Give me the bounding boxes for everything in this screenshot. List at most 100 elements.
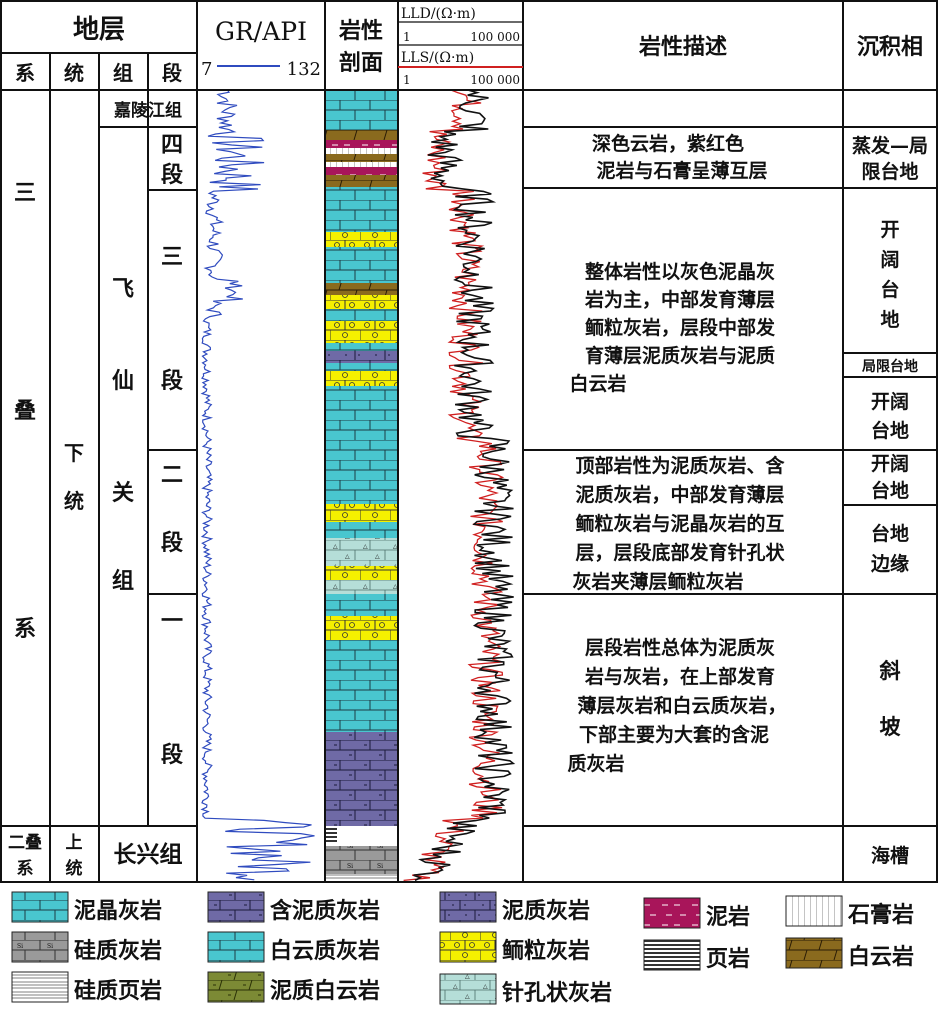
legend-item-gypsum: 石膏岩: [785, 895, 914, 928]
upper-series-char-1: 上: [66, 833, 83, 853]
desc-member3-line-3: 鲕粒灰岩，层段中部发: [585, 316, 776, 339]
desc-member2-line-4: 层，层段底部发育针孔状: [575, 541, 785, 564]
svg-text:页岩: 页岩: [706, 947, 750, 972]
feixianguan-char-3: 关: [112, 481, 134, 506]
svg-text:针孔状灰岩: 针孔状灰岩: [502, 980, 612, 1006]
legend-item-argillaceous-limestone: 泥质灰岩: [439, 891, 590, 924]
lls-title: LLS/(Ω·m): [401, 50, 474, 66]
facies-open2-line-2: 台地: [871, 419, 909, 442]
svg-text:硅质页岩: 硅质页岩: [74, 979, 162, 1004]
lower-series-char-1: 下: [64, 441, 84, 465]
svg-text:硅质灰岩: 硅质灰岩: [74, 938, 162, 964]
desc-member2-line-5: 灰岩夹薄层鲕粒灰岩: [572, 570, 743, 593]
litho-title-2: 剖面: [339, 50, 383, 76]
lld-title: LLD/(Ω·m): [401, 6, 476, 22]
facies-margin-line-2: 边缘: [870, 553, 909, 575]
lithology-column: [325, 90, 398, 882]
desc-member1-line-3: 薄层灰岩和白云质灰岩，: [577, 694, 786, 717]
header-series: 统: [64, 61, 84, 85]
legend-item-siliceous-limestone: 硅质灰岩: [11, 931, 162, 964]
jialingjiang-formation: 嘉陵江组: [113, 100, 182, 121]
facies-margin-line-1: 台地: [871, 522, 909, 545]
facies-open3-line-2: 台地: [871, 479, 909, 502]
facies-open2-line-1: 开阔: [871, 391, 909, 413]
header-group: 组: [113, 61, 133, 85]
desc-member1-line-5: 质灰岩: [567, 752, 624, 775]
facies-open1-char-1: 开: [880, 219, 899, 241]
changxing-formation: 长兴组: [114, 841, 183, 868]
legend-item-argillaceous-bearing-limestone: 含泥质灰岩: [207, 891, 380, 924]
facies-restricted: 局限台地: [862, 358, 918, 375]
desc-member2-line-1: 顶部岩性为泥质灰岩、含: [575, 454, 785, 477]
gr-max: 132: [287, 59, 321, 80]
svg-text:泥质灰岩: 泥质灰岩: [502, 898, 590, 924]
lls-log-curve: [403, 89, 505, 882]
svg-text:鲕粒灰岩: 鲕粒灰岩: [502, 938, 590, 964]
desc-member2-line-3: 鲕粒灰岩与泥晶灰岩的互: [575, 512, 784, 535]
lls-min: 1: [403, 73, 411, 87]
triassic-char-3: 系: [14, 617, 36, 642]
legend-item-argillaceous-dolomite: 泥质白云岩: [207, 971, 380, 1004]
svg-text:含泥质灰岩: 含泥质灰岩: [270, 898, 380, 924]
svg-text:白云质灰岩: 白云质灰岩: [270, 938, 380, 964]
feixianguan-char-2: 仙: [112, 368, 134, 394]
member1-char-2: 段: [161, 742, 183, 768]
feixianguan-char-1: 飞: [112, 277, 134, 302]
svg-text:石膏岩: 石膏岩: [847, 902, 914, 928]
legend-item-pinhole-limestone: 针孔状灰岩: [439, 973, 612, 1006]
permian-char-2: 系: [17, 859, 34, 879]
facies-open3-line-1: 开阔: [871, 453, 909, 475]
member4-char-1: 四: [161, 133, 183, 158]
table-grid: [0, 0, 938, 883]
svg-text:白云岩: 白云岩: [848, 944, 914, 970]
desc-member3-line-4: 育薄层泥质灰岩与泥质: [585, 344, 775, 367]
legend-item-dolomite: 白云岩: [785, 937, 914, 970]
facies-open1-char-4: 地: [880, 308, 899, 331]
header-stratum: 地层: [73, 15, 125, 45]
triassic-char-1: 三: [14, 181, 36, 206]
header-facies: 沉积相: [857, 35, 923, 60]
svg-text:泥质白云岩: 泥质白云岩: [270, 978, 380, 1004]
desc-member4-line-1: 深色云岩，紫红色: [592, 132, 744, 155]
facies-trough: 海槽: [871, 844, 909, 867]
member4-char-2: 段: [161, 162, 183, 188]
legend-item-dolomitic-limestone: 白云质灰岩: [207, 931, 380, 964]
facies-evaporitic-line-1: 蒸发—局: [852, 134, 928, 157]
desc-member2-line-2: 泥质灰岩，中部发育薄层: [575, 483, 784, 506]
litho-title-1: 岩性: [338, 19, 383, 44]
legend-item-oolitic-limestone: 鲕粒灰岩: [439, 931, 590, 964]
lld-max: 100 000: [470, 30, 520, 44]
facies-slope-char-1: 斜: [879, 659, 901, 683]
legend-item-mudstone: 泥岩: [643, 897, 750, 930]
lld-min: 1: [403, 30, 411, 44]
member2-char-1: 二: [161, 463, 183, 488]
svg-text:泥晶灰岩: 泥晶灰岩: [74, 898, 162, 924]
legend-item-micritic-limestone: 泥晶灰岩: [11, 891, 162, 924]
feixianguan-char-4: 组: [112, 568, 134, 594]
desc-member3-line-1: 整体岩性以灰色泥晶灰: [585, 260, 775, 283]
facies-open1-char-3: 台: [880, 278, 899, 301]
facies-slope-char-2: 坡: [880, 715, 901, 739]
desc-member1-line-1: 层段岩性总体为泥质灰: [585, 636, 775, 659]
header-system: 系: [15, 61, 35, 85]
gr-title: GR/API: [215, 17, 307, 46]
member1-char-1: 一: [161, 609, 183, 634]
lithology-legend: 泥晶灰岩 含泥质灰岩 泥质灰岩 泥岩 石膏岩 硅质灰岩 白云质灰岩 鲕粒灰岩: [11, 891, 914, 1006]
facies-open1-char-2: 阔: [880, 249, 899, 271]
member3-char-2: 段: [161, 368, 183, 394]
svg-text:泥岩: 泥岩: [706, 905, 750, 930]
header-member: 段: [162, 61, 182, 85]
desc-member3-line-2: 岩为主，中部发育薄层: [584, 288, 775, 311]
gr-min: 7: [201, 59, 212, 80]
legend-item-siliceous-shale: 硅质页岩: [11, 971, 162, 1004]
lower-series-char-2: 统: [64, 489, 84, 513]
desc-member4-line-2: 泥岩与石膏呈薄互层: [596, 159, 767, 182]
legend-item-shale: 页岩: [643, 939, 750, 972]
desc-member1-line-2: 岩与灰岩，在上部发育: [584, 665, 775, 688]
permian-char-1: 二叠: [8, 833, 42, 853]
lld-log-curve: [413, 89, 516, 882]
desc-member3-line-5: 白云岩: [569, 372, 626, 395]
member2-char-2: 段: [161, 530, 183, 556]
triassic-char-2: 叠: [14, 399, 36, 424]
